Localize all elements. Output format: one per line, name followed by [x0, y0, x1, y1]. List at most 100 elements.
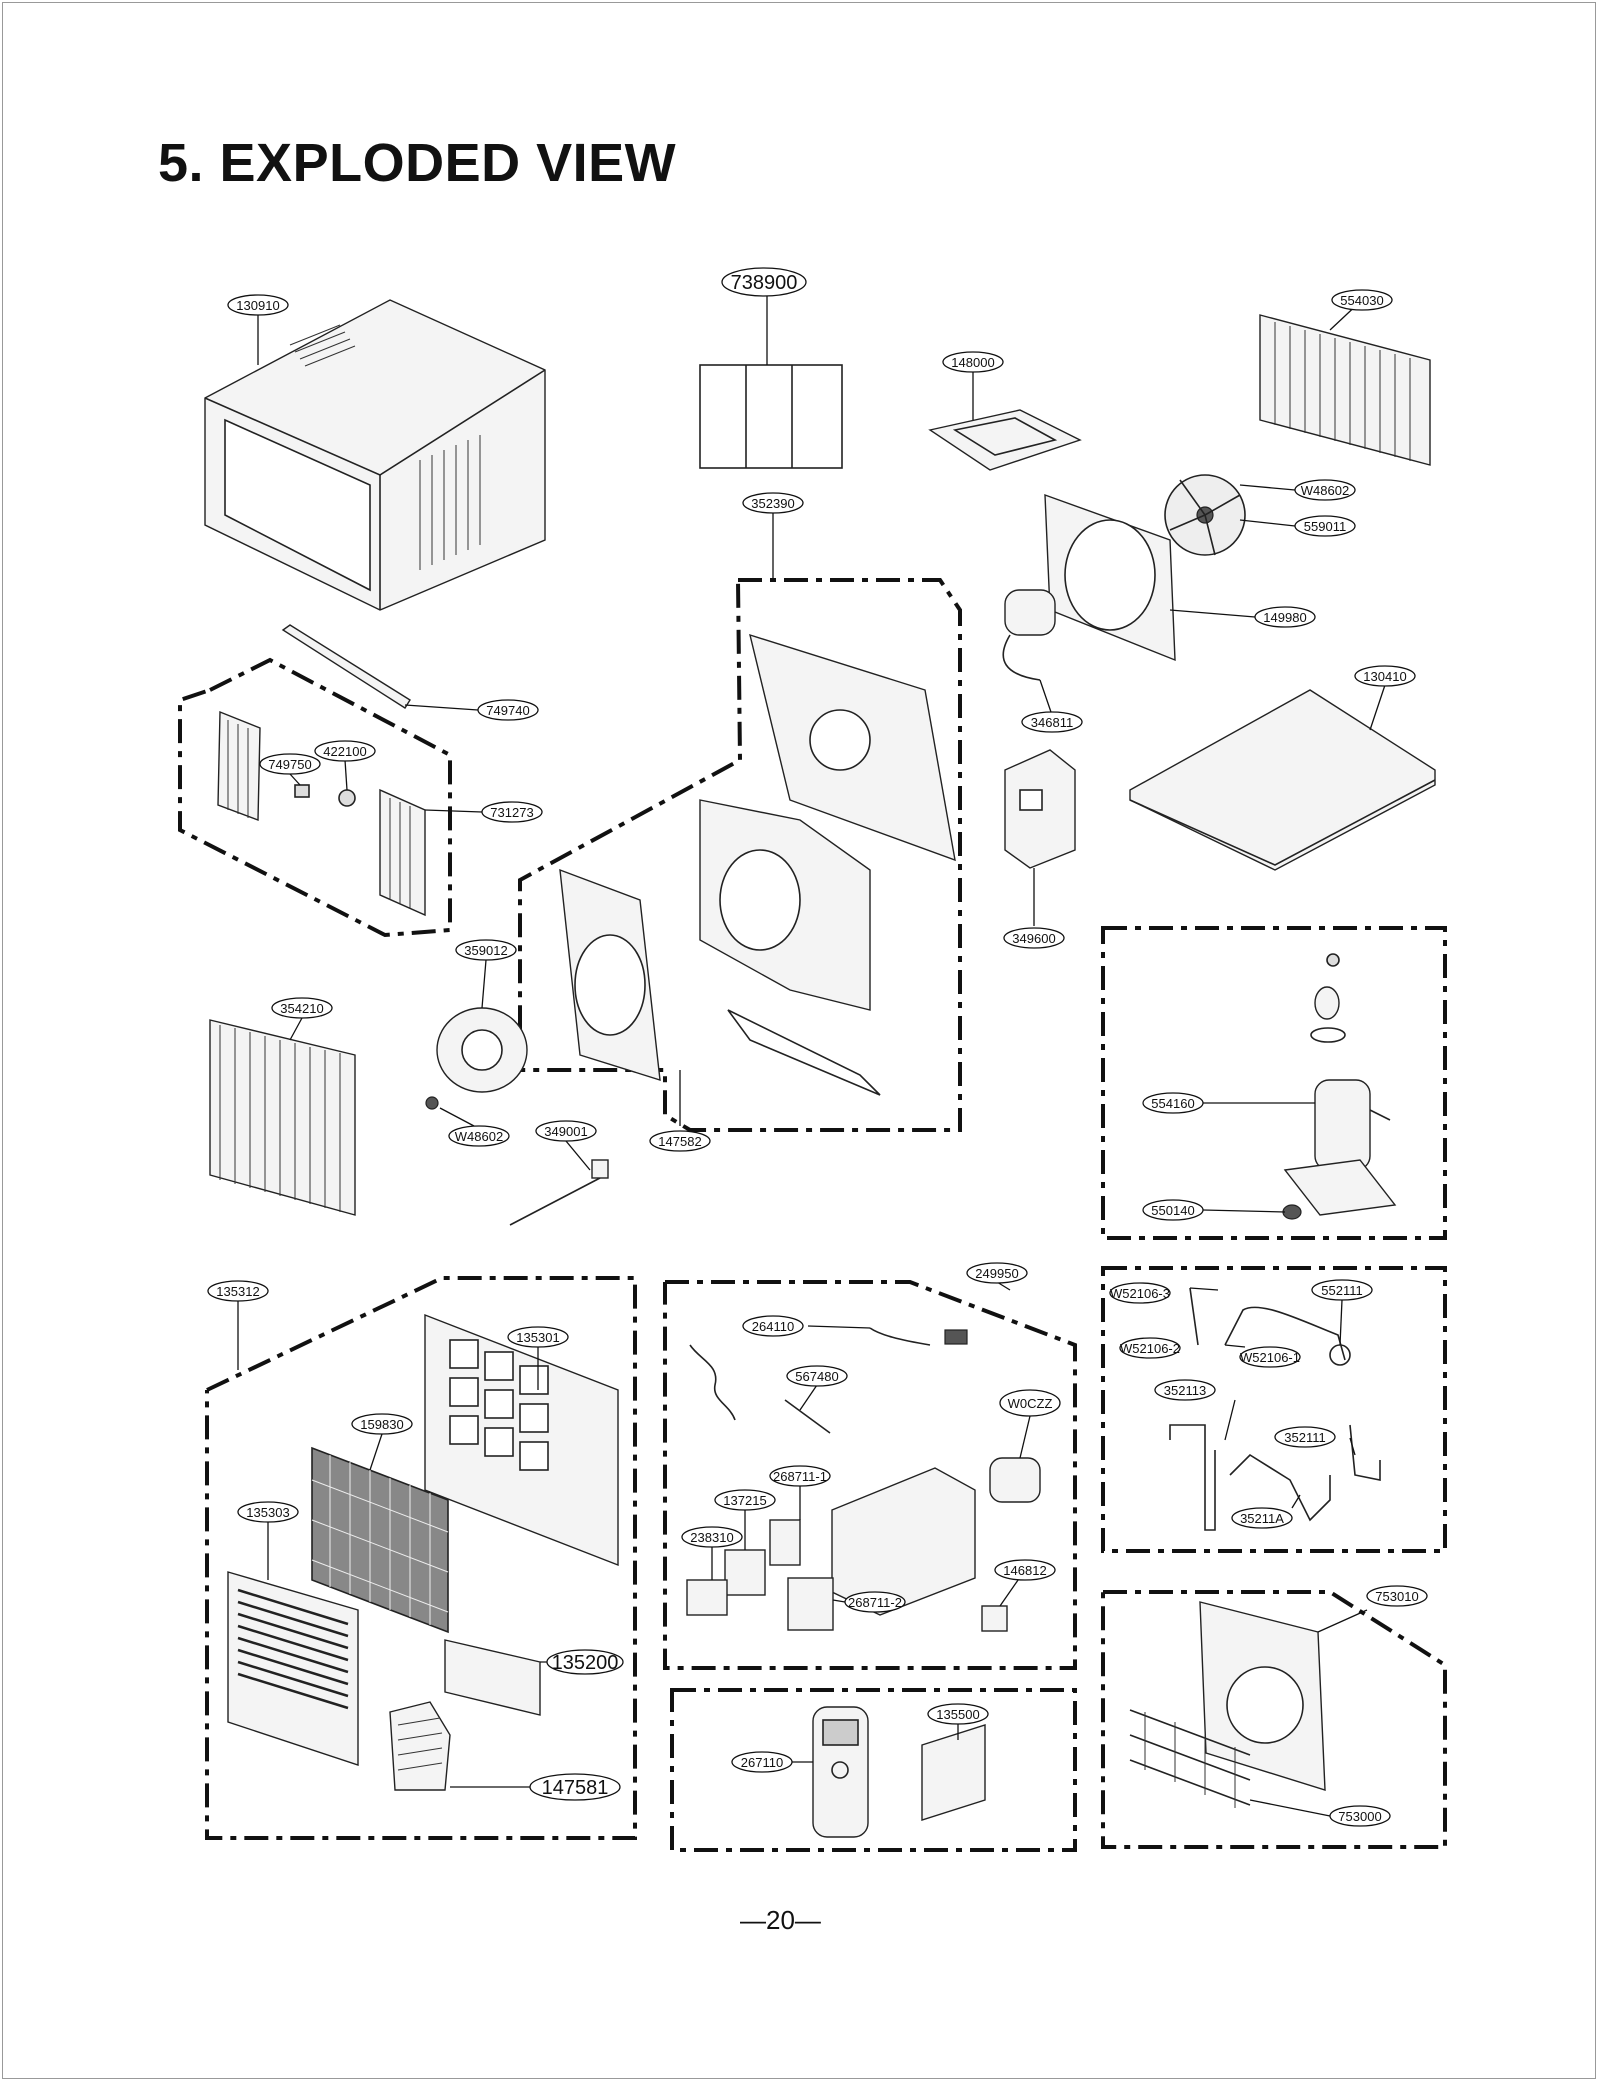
svg-text:554030: 554030: [1340, 293, 1383, 308]
svg-text:W52106-3: W52106-3: [1110, 1286, 1170, 1301]
svg-text:149980: 149980: [1263, 610, 1306, 625]
callout-554030: 554030: [1331, 289, 1393, 311]
access-door-drawing: [444, 1639, 541, 1716]
callout-135500: 135500: [927, 1703, 989, 1725]
cover-plate-drawing: [928, 409, 1082, 471]
svg-text:554160: 554160: [1151, 1096, 1194, 1111]
svg-text:147582: 147582: [658, 1134, 701, 1149]
svg-text:550140: 550140: [1151, 1203, 1194, 1218]
svg-text:349600: 349600: [1012, 931, 1055, 946]
callout-359012: 359012: [455, 939, 517, 961]
callout-147582: 147582: [649, 1130, 711, 1152]
svg-text:135500: 135500: [936, 1707, 979, 1722]
orifice-drawing: [1044, 493, 1176, 662]
group-compressor-boundary: [1101, 926, 1447, 1240]
base-pan-drawing: [1129, 689, 1436, 871]
page-number: —20—: [740, 1905, 821, 1935]
callout-559011: 559011: [1294, 515, 1356, 537]
svg-text:268711-1: 268711-1: [773, 1469, 827, 1484]
evaporator-drawing: [209, 1019, 356, 1216]
callout-W52106-3: W52106-3: [1109, 1282, 1171, 1304]
fan-motor-drawing: [1002, 589, 1056, 681]
svg-text:264110: 264110: [752, 1319, 794, 1334]
relay-drawing: [981, 1605, 1008, 1632]
group-249950-boundary: [663, 1280, 1077, 1670]
callout-349600: 349600: [1003, 927, 1065, 949]
svg-text:731273: 731273: [490, 805, 533, 820]
svg-text:753010: 753010: [1375, 1589, 1418, 1604]
callout-749740: 749740: [477, 699, 539, 721]
callout-130910: 130910: [227, 294, 289, 316]
callout-753010: 753010: [1366, 1585, 1428, 1607]
svg-text:130910: 130910: [236, 298, 279, 313]
svg-text:738900: 738900: [731, 272, 798, 294]
callout-349001: 349001: [535, 1120, 597, 1142]
svg-text:749750: 749750: [268, 757, 311, 772]
callout-149980: 149980: [1254, 606, 1316, 628]
callout-552111-a: 552111: [1311, 1279, 1373, 1301]
callout-238310: 238310: [681, 1526, 743, 1548]
capacitor-drawing: [989, 1457, 1041, 1503]
shroud-drawing: [1199, 1601, 1326, 1791]
svg-text:354210: 354210: [280, 1001, 323, 1016]
callout-249950: 249950: [966, 1262, 1028, 1284]
callout-753000: 753000: [1329, 1805, 1391, 1827]
group-753010-boundary: [1101, 1590, 1447, 1849]
callout-146812: 146812: [994, 1559, 1056, 1581]
callout-135303: 135303: [237, 1501, 299, 1523]
svg-text:346811: 346811: [1031, 715, 1073, 730]
svg-text:W52106-1: W52106-1: [1240, 1350, 1300, 1365]
svg-text:W0CZZ: W0CZZ: [1008, 1396, 1053, 1411]
svg-text:552111: 552111: [1321, 1283, 1362, 1298]
callout-135200: 135200: [546, 1649, 624, 1675]
callout-550140: 550140: [1142, 1199, 1204, 1221]
front-grille-drawing: [227, 1571, 359, 1766]
callout-135312: 135312: [207, 1280, 269, 1302]
refrigerant-pipes-drawing: [1169, 1287, 1381, 1531]
callout-749750: 749750: [259, 753, 321, 775]
wire-harness-drawing: [689, 1327, 968, 1434]
callout-W0CZZ: W0CZZ: [999, 1389, 1061, 1417]
svg-text:352111: 352111: [1284, 1430, 1325, 1445]
pcb-drawing: [686, 1519, 834, 1631]
callout-268711-1: 268711-1: [769, 1465, 831, 1487]
condenser-fan-drawing: [1164, 474, 1246, 556]
frame-grille-drawing: [217, 710, 426, 917]
svg-text:147581: 147581: [542, 1777, 609, 1799]
group-boundaries: [178, 578, 1447, 1852]
cabinet-drawing: [204, 299, 546, 611]
callout-352111: 352111: [1274, 1426, 1336, 1448]
group-352390-boundary: [518, 578, 962, 1132]
leader-lines: [237, 295, 1386, 1817]
svg-text:559011: 559011: [1304, 519, 1346, 534]
callout-137215: 137215: [714, 1489, 776, 1511]
callout-354210: 354210: [271, 997, 333, 1019]
group-pipe-boundary: [1101, 1266, 1447, 1553]
svg-text:35211A: 35211A: [1240, 1511, 1284, 1526]
callout-130410: 130410: [1354, 665, 1416, 687]
svg-text:146812: 146812: [1003, 1563, 1046, 1578]
callout-352390: 352390: [742, 492, 804, 514]
svg-text:135301: 135301: [516, 1330, 559, 1345]
callout-352113: 352113: [1154, 1379, 1216, 1401]
callout-35211A: 35211A: [1231, 1507, 1293, 1529]
svg-text:135312: 135312: [216, 1284, 259, 1299]
svg-text:238310: 238310: [690, 1530, 733, 1545]
svg-text:267110: 267110: [741, 1755, 783, 1770]
front-panel-frame-drawing: [424, 1313, 619, 1567]
svg-text:137215: 137215: [723, 1493, 766, 1508]
callout-159830: 159830: [351, 1413, 413, 1435]
svg-text:268711-2: 268711-2: [848, 1595, 902, 1610]
svg-text:352390: 352390: [751, 496, 794, 511]
callout-567480: 567480: [786, 1365, 848, 1387]
callout-W48602-b: W48602: [448, 1125, 510, 1147]
callout-labels: 130910 738900 148000 554030 352390 W4860…: [207, 267, 1428, 1827]
condenser-drawing: [1259, 314, 1431, 466]
svg-text:W48602: W48602: [1301, 483, 1349, 498]
svg-text:249950: 249950: [975, 1266, 1018, 1281]
callout-422100: 422100: [314, 740, 376, 762]
callout-135301: 135301: [507, 1326, 569, 1348]
thermistor-drawing: [509, 1159, 609, 1226]
callout-264110: 264110: [742, 1315, 804, 1337]
